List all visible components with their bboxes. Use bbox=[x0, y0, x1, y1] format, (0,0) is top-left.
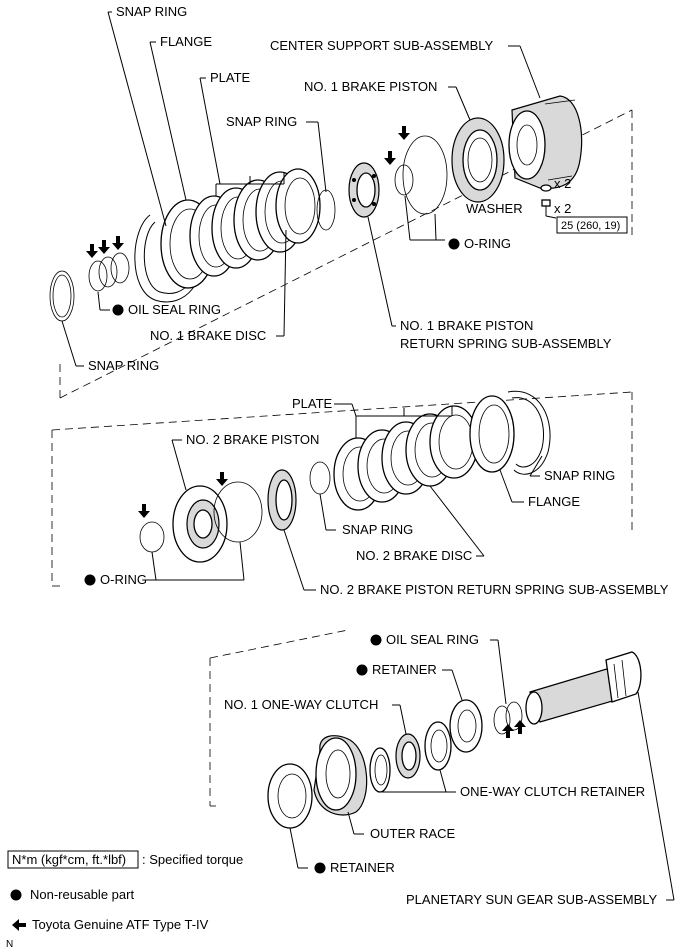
oil-seal-rings-2 bbox=[493, 701, 526, 738]
non-reusable-icon bbox=[448, 238, 460, 250]
label-x2-b: x 2 bbox=[554, 201, 571, 216]
no1-brake-piston-part bbox=[451, 117, 505, 203]
legend: N*m (kgf*cm, ft.*lbf) : Specified torque… bbox=[6, 850, 243, 950]
footer-code: N bbox=[6, 939, 13, 950]
label-outer-race: OUTER RACE bbox=[370, 826, 456, 841]
label-torque-value: 25 (260, 19) bbox=[561, 220, 620, 232]
legend-atf-arrow-icon bbox=[12, 919, 26, 931]
label-oil-seal-ring-1: OIL SEAL RING bbox=[128, 302, 221, 317]
non-reusable-icon bbox=[112, 304, 124, 316]
plate-2-bracket bbox=[355, 406, 453, 438]
label-retainer-2: RETAINER bbox=[330, 860, 395, 875]
retainer-2-part bbox=[267, 763, 313, 829]
panel-2-leaders bbox=[146, 403, 543, 591]
label-no2-brake-disc: NO. 2 BRAKE DISC bbox=[356, 548, 472, 563]
panel-3-outline bbox=[209, 629, 349, 807]
one-way-clutch-retainer-a bbox=[369, 747, 391, 793]
label-washer: WASHER bbox=[466, 201, 523, 216]
snap-ring-left bbox=[49, 270, 75, 322]
label-snap-ring-2: SNAP RING bbox=[226, 114, 297, 129]
o-rings-1 bbox=[384, 126, 448, 215]
no2-return-spring-part bbox=[267, 469, 297, 531]
label-no1-return-spring-l2: RETURN SPRING SUB-ASSEMBLY bbox=[400, 336, 612, 351]
non-reusable-icon bbox=[84, 574, 96, 586]
label-no1-brake-piston: NO. 1 BRAKE PISTON bbox=[304, 79, 437, 94]
brake-disc-stack-1 bbox=[189, 168, 321, 277]
snap-ring-4-part bbox=[309, 461, 331, 495]
label-plate-1: PLATE bbox=[210, 70, 251, 85]
label-flange-2: FLANGE bbox=[528, 494, 580, 509]
one-way-clutch-retainer-b bbox=[424, 721, 452, 771]
legend-torque-desc: : Specified torque bbox=[142, 852, 243, 867]
legend-non-reusable-icon bbox=[10, 889, 22, 901]
label-plate-2: PLATE bbox=[292, 396, 333, 411]
no1-one-way-clutch-part bbox=[395, 733, 421, 779]
label-o-ring-1: O-RING bbox=[464, 236, 511, 251]
label-snap-ring-1: SNAP RING bbox=[116, 4, 187, 19]
o-ring-large-2 bbox=[213, 472, 263, 543]
label-one-way-clutch-retainer: ONE-WAY CLUTCH RETAINER bbox=[460, 784, 645, 799]
label-retainer-1: RETAINER bbox=[372, 662, 437, 677]
label-no2-brake-piston: NO. 2 BRAKE PISTON bbox=[186, 432, 319, 447]
panel-1-leaders bbox=[61, 11, 557, 367]
label-no1-return-spring-l1: NO. 1 BRAKE PISTON bbox=[400, 318, 533, 333]
label-center-support: CENTER SUPPORT SUB-ASSEMBLY bbox=[270, 38, 494, 53]
torque-box bbox=[556, 216, 628, 234]
flange-2-part bbox=[469, 395, 515, 473]
retainer-1-part bbox=[449, 699, 483, 753]
center-support-part bbox=[508, 95, 583, 189]
no1-return-spring-part bbox=[348, 162, 380, 218]
label-o-ring-2: O-RING bbox=[100, 572, 147, 587]
legend-non-reusable: Non-reusable part bbox=[30, 887, 134, 902]
legend-torque-unit: N*m (kgf*cm, ft.*lbf) bbox=[12, 852, 126, 867]
washer-bolt-part bbox=[540, 184, 552, 216]
label-x2-a: x 2 bbox=[554, 176, 571, 191]
planetary-sun-gear-part bbox=[525, 651, 642, 725]
legend-atf: Toyota Genuine ATF Type T-IV bbox=[32, 917, 209, 932]
label-oil-seal-ring-2: OIL SEAL RING bbox=[386, 632, 479, 647]
label-snap-ring-3: SNAP RING bbox=[88, 358, 159, 373]
label-no2-return-spring: NO. 2 BRAKE PISTON RETURN SPRING SUB-ASS… bbox=[320, 582, 669, 597]
label-no1-one-way-clutch: NO. 1 ONE-WAY CLUTCH bbox=[224, 697, 378, 712]
panel-3-leaders bbox=[289, 639, 675, 901]
non-reusable-icon bbox=[356, 664, 368, 676]
legend-torque-box bbox=[7, 850, 139, 869]
oil-seal-rings bbox=[86, 236, 130, 292]
label-snap-ring-4: SNAP RING bbox=[342, 522, 413, 537]
outer-race-part bbox=[313, 735, 368, 816]
o-ring-small-2 bbox=[138, 504, 165, 553]
no2-brake-piston-part bbox=[172, 485, 228, 563]
non-reusable-icon bbox=[314, 862, 326, 874]
label-no1-brake-disc: NO. 1 BRAKE DISC bbox=[150, 328, 266, 343]
snap-ring-5-part bbox=[507, 390, 551, 475]
plate-1-bracket bbox=[215, 172, 285, 196]
label-planetary-sun-gear: PLANETARY SUN GEAR SUB-ASSEMBLY bbox=[406, 892, 657, 907]
label-snap-ring-5: SNAP RING bbox=[544, 468, 615, 483]
brake-disc-stack-2 bbox=[333, 405, 479, 511]
non-reusable-icon bbox=[370, 634, 382, 646]
label-flange-1: FLANGE bbox=[160, 34, 212, 49]
